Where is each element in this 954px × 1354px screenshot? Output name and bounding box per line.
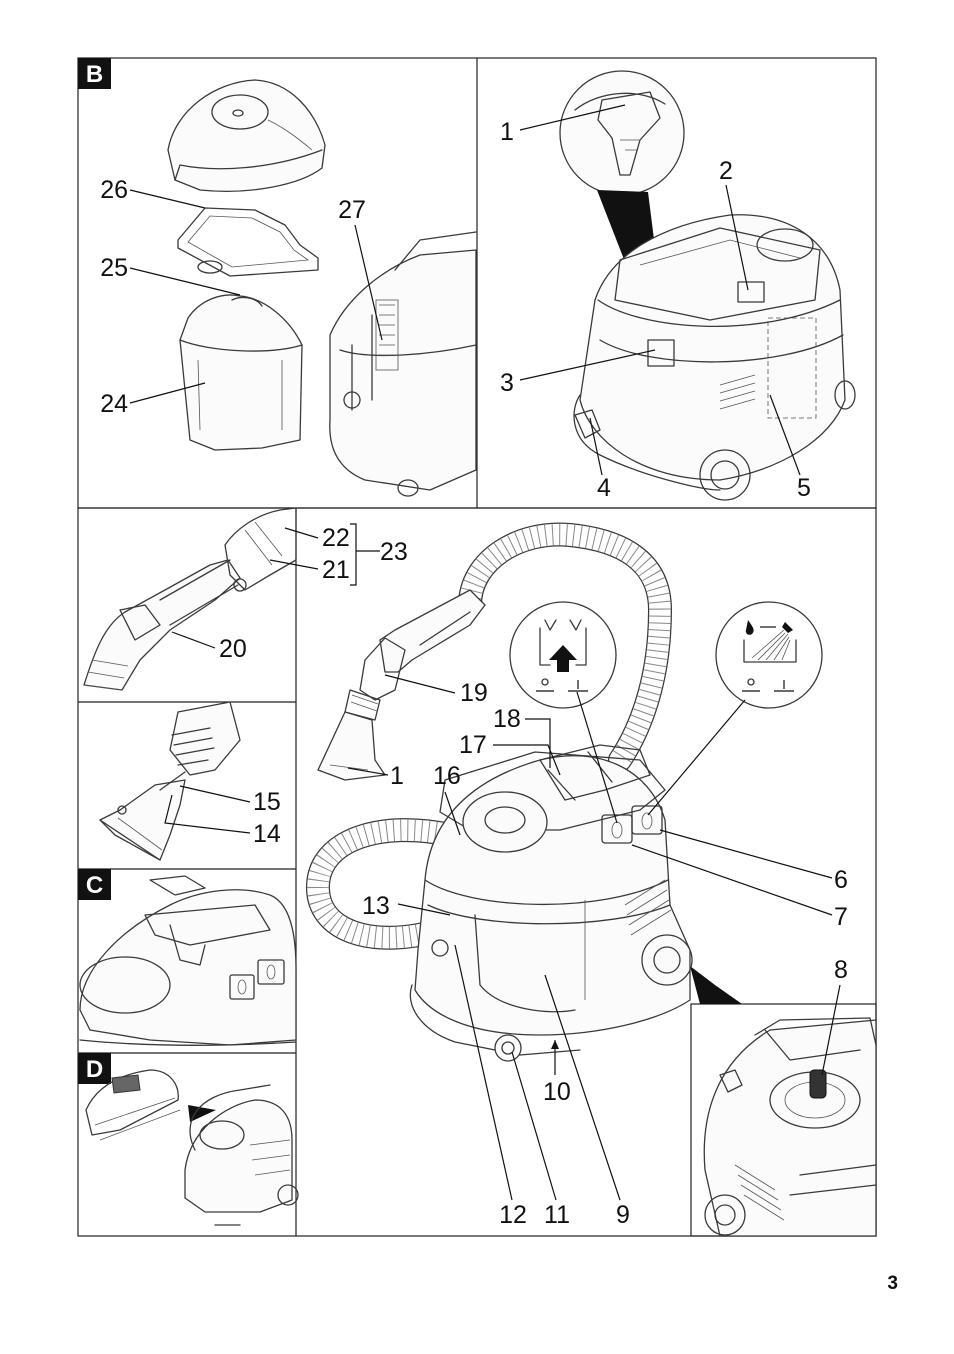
upholstery-nozzle-drawing — [99, 701, 241, 861]
callout-27: 27 — [338, 196, 366, 224]
page-number: 3 — [887, 1273, 898, 1294]
callout-2: 2 — [719, 157, 733, 185]
main-machine-drawing — [306, 522, 693, 1062]
panel-c-drawing — [79, 875, 297, 1046]
panel-c-label: C — [78, 869, 111, 900]
callout-11: 11 — [544, 1201, 570, 1229]
machine-top-view-drawing — [559, 70, 856, 501]
callout-8: 8 — [834, 956, 848, 984]
callout-23: 23 — [380, 538, 408, 566]
callouts-b-right: 1 2 3 4 5 — [500, 118, 811, 502]
callout-19: 19 — [460, 679, 488, 707]
callouts-main: 22 21 23 20 19 18 17 1 16 15 14 13 6 7 8… — [219, 524, 848, 1229]
callout-1: 1 — [390, 762, 404, 790]
callout-3: 3 — [500, 369, 514, 397]
callout-14: 14 — [253, 820, 281, 848]
callout-10: 10 — [543, 1078, 571, 1106]
callout-4: 4 — [597, 474, 611, 502]
callout-21: 21 — [322, 556, 350, 584]
callout-22: 22 — [322, 524, 350, 552]
callout-20: 20 — [219, 635, 247, 663]
hose-handle-drawing — [83, 507, 297, 691]
callout-25: 25 — [100, 254, 128, 282]
callout-26: 26 — [100, 176, 128, 204]
callout-6: 6 — [834, 866, 848, 894]
callout-1: 1 — [500, 118, 514, 146]
callout-7: 7 — [834, 903, 848, 931]
callout-9: 9 — [616, 1201, 630, 1229]
exploded-view-drawing — [167, 79, 477, 497]
callout-17: 17 — [459, 731, 487, 759]
svg-text:B: B — [86, 61, 103, 88]
svg-text:D: D — [86, 1056, 103, 1083]
panel-d-drawing — [85, 1069, 299, 1226]
detail-8-drawing — [690, 966, 877, 1237]
callout-24: 24 — [100, 390, 128, 418]
leader-lines — [129, 104, 841, 1201]
spray-icon — [715, 601, 823, 709]
callout-16: 16 — [433, 762, 461, 790]
callout-5: 5 — [797, 474, 811, 502]
panel-d-label: D — [78, 1053, 111, 1084]
callout-18: 18 — [493, 705, 521, 733]
arrow-up-icon — [551, 1040, 559, 1049]
callout-12: 12 — [499, 1201, 527, 1229]
svg-text:C: C — [86, 872, 103, 899]
callout-15: 15 — [253, 788, 281, 816]
callouts-b-left: 26 25 24 27 — [100, 176, 366, 418]
panel-b-label: B — [78, 58, 111, 89]
detergent-off-icon — [509, 601, 617, 709]
callout-13: 13 — [362, 892, 390, 920]
